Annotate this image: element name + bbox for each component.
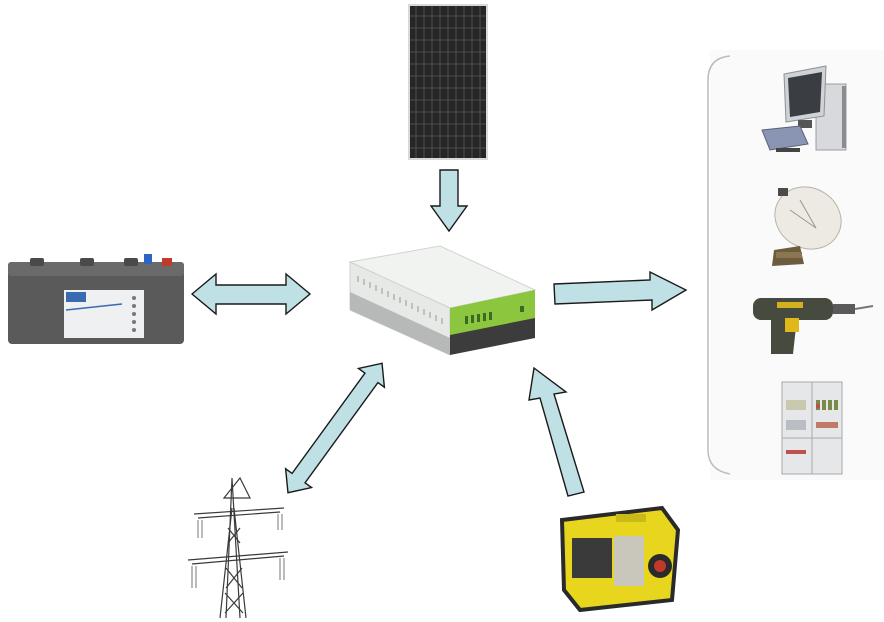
arrow-inverter-to-loads bbox=[552, 270, 688, 322]
satellite-dish-icon bbox=[760, 180, 850, 270]
arrow-solar-to-inverter bbox=[430, 168, 470, 234]
drill-icon bbox=[745, 290, 875, 360]
refrigerator-icon bbox=[780, 380, 844, 476]
arrow-grid-inverter-bidirectional bbox=[280, 358, 390, 498]
battery-icon bbox=[4, 248, 190, 348]
inverter-icon bbox=[340, 240, 540, 360]
arrow-generator-to-inverter bbox=[528, 362, 608, 498]
transmission-tower-icon bbox=[184, 468, 294, 618]
computer-icon bbox=[756, 64, 856, 154]
arrow-battery-inverter-bidirectional bbox=[190, 270, 312, 320]
solar-panel-icon bbox=[408, 4, 488, 160]
bracket bbox=[707, 55, 731, 475]
generator-icon bbox=[552, 500, 682, 618]
